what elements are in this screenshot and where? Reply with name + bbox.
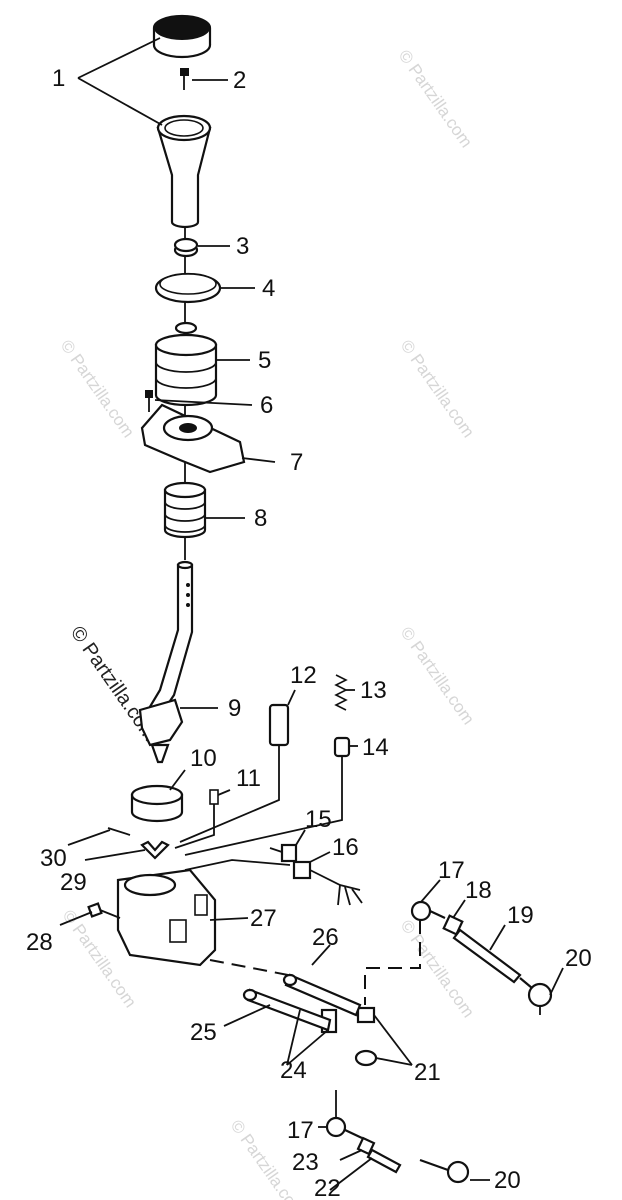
callout-18: 18 bbox=[465, 877, 492, 904]
part-15-switch[interactable] bbox=[269, 843, 298, 863]
part-8-spring-boot[interactable] bbox=[163, 481, 207, 539]
callout-1: 1 bbox=[52, 65, 65, 92]
part-4-large-ring[interactable] bbox=[154, 272, 222, 304]
callout-8: 8 bbox=[254, 505, 267, 532]
part-20-ball-joint[interactable] bbox=[419, 1158, 470, 1184]
part-10-lever-ring[interactable] bbox=[130, 784, 184, 823]
leader-lines bbox=[59, 37, 564, 1191]
callout-20: 20 bbox=[565, 945, 592, 972]
part-17-rod-end[interactable] bbox=[410, 900, 446, 922]
callout-20: 20 bbox=[494, 1167, 521, 1194]
part-1-knob-cap[interactable] bbox=[152, 14, 212, 59]
callout-22: 22 bbox=[314, 1175, 341, 1200]
callout-19: 19 bbox=[507, 902, 534, 929]
callout-5: 5 bbox=[258, 347, 271, 374]
callout-28: 28 bbox=[26, 929, 53, 956]
part-26-rod[interactable] bbox=[282, 973, 362, 1017]
callout-3: 3 bbox=[236, 233, 249, 260]
callout-10: 10 bbox=[190, 745, 217, 772]
part-29-clip[interactable] bbox=[140, 840, 170, 860]
part-5-boot[interactable] bbox=[154, 321, 218, 407]
callout-9: 9 bbox=[228, 695, 241, 722]
part-17-rod-end[interactable] bbox=[325, 1116, 363, 1139]
part-25-rod[interactable] bbox=[242, 988, 332, 1032]
part-3-ring[interactable] bbox=[173, 237, 199, 258]
watermark: © Partzilla.com bbox=[397, 623, 478, 728]
callout-21: 21 bbox=[414, 1059, 441, 1086]
part-9-shift-lever[interactable] bbox=[138, 560, 194, 764]
callout-13: 13 bbox=[360, 677, 387, 704]
callout-11: 11 bbox=[236, 765, 261, 792]
callout-6: 6 bbox=[260, 392, 273, 419]
watermark: © Partzilla.com bbox=[397, 916, 478, 1021]
part-14-plunger[interactable] bbox=[333, 736, 351, 758]
callout-14: 14 bbox=[362, 734, 389, 761]
watermark: © Partzilla.com bbox=[57, 336, 138, 441]
part-28-bolt[interactable] bbox=[87, 902, 121, 919]
callout-17: 17 bbox=[438, 857, 465, 884]
callout-26: 26 bbox=[312, 924, 339, 951]
part-16-wire-harness[interactable] bbox=[292, 860, 363, 906]
callout-labels: 1 2 3 4 5 6 7 8 9 10 11 12 13 14 15 16 1… bbox=[26, 65, 592, 1200]
callout-23: 23 bbox=[292, 1149, 319, 1176]
part-27-shift-housing[interactable] bbox=[116, 868, 217, 967]
part-19-rod[interactable] bbox=[452, 928, 522, 984]
part-2-screw[interactable] bbox=[180, 68, 189, 90]
part-1-knob-grip[interactable] bbox=[156, 114, 212, 229]
part-22-rod[interactable] bbox=[366, 1148, 402, 1174]
part-21-nut[interactable] bbox=[354, 1049, 378, 1067]
part-20-ball-joint[interactable] bbox=[519, 977, 553, 1015]
callout-30: 30 bbox=[40, 845, 67, 872]
assembly-lines bbox=[174, 745, 421, 1118]
callout-12: 12 bbox=[290, 662, 317, 689]
callout-25: 25 bbox=[190, 1019, 217, 1046]
watermark: © Partzilla.com bbox=[397, 336, 478, 441]
part-12-pin[interactable] bbox=[268, 703, 290, 747]
callout-2: 2 bbox=[233, 67, 246, 94]
part-11-set-screw[interactable] bbox=[209, 789, 219, 805]
callout-27: 27 bbox=[250, 905, 277, 932]
callout-24: 24 bbox=[280, 1057, 307, 1084]
part-30-pin[interactable] bbox=[107, 827, 131, 836]
callout-4: 4 bbox=[262, 275, 275, 302]
part-18-nut[interactable] bbox=[442, 914, 464, 936]
callout-16: 16 bbox=[332, 834, 359, 861]
part-23-nut[interactable] bbox=[356, 1136, 376, 1156]
part-6-screw[interactable] bbox=[145, 390, 153, 412]
callout-17: 17 bbox=[287, 1117, 314, 1144]
watermark: © Partzilla.com bbox=[395, 46, 476, 151]
callout-29: 29 bbox=[60, 869, 87, 896]
part-21-nut[interactable] bbox=[356, 1006, 376, 1024]
part-7-shift-plate[interactable] bbox=[140, 403, 246, 474]
callout-7: 7 bbox=[290, 449, 303, 476]
part-13-spring[interactable] bbox=[334, 674, 348, 711]
callout-15: 15 bbox=[305, 806, 332, 833]
